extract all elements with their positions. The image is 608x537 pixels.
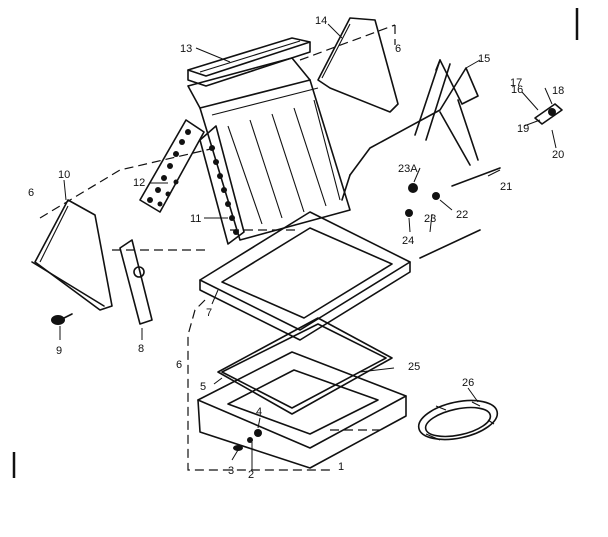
part-4-screw bbox=[254, 429, 262, 437]
callout-24: 24 bbox=[402, 235, 414, 247]
part-7-drain-pan bbox=[199, 211, 411, 341]
coil-tubes-11 bbox=[209, 145, 239, 235]
callout-4: 4 bbox=[256, 406, 262, 418]
callout-8: 8 bbox=[138, 343, 144, 355]
callout-2: 2 bbox=[248, 469, 254, 481]
part-25-gasket bbox=[217, 317, 393, 415]
leader-lines bbox=[59, 23, 557, 470]
callout-12: 12 bbox=[133, 177, 145, 189]
coil-assembly bbox=[139, 57, 351, 245]
callout-15: 15 bbox=[478, 53, 490, 65]
part-23a-grommet bbox=[408, 183, 418, 193]
callout-1: 1 bbox=[338, 461, 344, 473]
callout-3: 3 bbox=[228, 465, 234, 477]
part-3-screw bbox=[233, 445, 243, 451]
part-1-base bbox=[197, 351, 407, 469]
callout-16: 16 bbox=[511, 84, 523, 96]
part-2-screw bbox=[247, 437, 253, 443]
callout-18: 18 bbox=[552, 85, 564, 97]
part-22-grommet bbox=[432, 192, 440, 200]
callout-10: 10 bbox=[58, 169, 70, 181]
callout-9: 9 bbox=[56, 345, 62, 357]
part-14-side-panel-right bbox=[317, 17, 399, 113]
callout-17: 17 bbox=[510, 77, 522, 89]
callout-labels: 1 2 3 4 5 6 6 6 7 8 9 10 11 12 13 14 15 … bbox=[28, 15, 564, 481]
part-8-bracket-plate bbox=[119, 239, 153, 325]
callout-6-bottom: 6 bbox=[176, 359, 182, 371]
part-23-rod bbox=[419, 229, 481, 259]
part-10-side-panel-left bbox=[31, 199, 113, 311]
part-9-screw bbox=[51, 313, 73, 325]
callout-13: 13 bbox=[180, 43, 192, 55]
assembly-line-top bbox=[299, 24, 396, 61]
callout-5: 5 bbox=[200, 381, 206, 393]
callout-22: 22 bbox=[456, 209, 468, 221]
part-16-20-fitting bbox=[534, 103, 563, 125]
callout-20: 20 bbox=[552, 149, 564, 161]
callout-11: 11 bbox=[190, 213, 201, 225]
callout-26: 26 bbox=[462, 377, 474, 389]
callout-7: 7 bbox=[206, 307, 212, 319]
callout-19: 19 bbox=[517, 123, 529, 135]
part-24-grommet bbox=[405, 209, 413, 217]
part-15-tube-bracket bbox=[341, 59, 479, 201]
part-13-top-cap bbox=[187, 37, 311, 87]
callout-6-left: 6 bbox=[28, 187, 34, 199]
part-26-insulation-coil bbox=[417, 399, 499, 441]
part-21-rod bbox=[451, 167, 501, 187]
callout-25: 25 bbox=[408, 361, 420, 373]
callout-23a: 23A bbox=[398, 163, 418, 175]
assembly-line-center bbox=[112, 229, 300, 251]
callout-6-top: 6 bbox=[395, 43, 401, 55]
coil-tubes-12 bbox=[147, 129, 191, 207]
callout-14: 14 bbox=[315, 15, 327, 27]
callout-23: 23 bbox=[424, 213, 436, 225]
callout-21: 21 bbox=[500, 181, 512, 193]
